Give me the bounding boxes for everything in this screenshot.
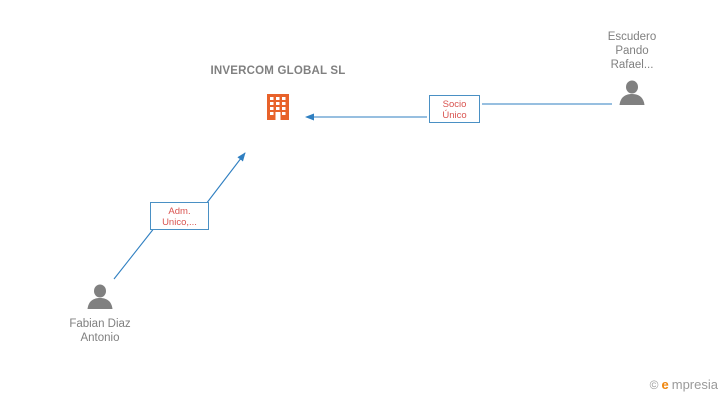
person-icon bbox=[582, 80, 682, 106]
relation-label-adm-unico[interactable]: Adm. Unico,... bbox=[150, 202, 209, 230]
building-icon bbox=[208, 92, 348, 122]
relation-label-socio-unico[interactable]: Socio Único bbox=[429, 95, 480, 123]
person-label-escudero: Escudero Pando Rafael... bbox=[607, 31, 657, 71]
edge-adm-unico-tail bbox=[113, 226, 156, 280]
copyright-symbol: © bbox=[649, 377, 659, 392]
brand-name: mpresia bbox=[671, 377, 718, 392]
person-label-fabian: Fabian Diaz Antonio bbox=[69, 318, 131, 344]
edge-adm-unico bbox=[205, 152, 246, 205]
company-node[interactable]: INVERCOM GLOBAL SL bbox=[208, 64, 348, 122]
company-label: INVERCOM GLOBAL SL bbox=[210, 65, 346, 77]
person-node-fabian[interactable]: Fabian Diaz Antonio bbox=[50, 284, 150, 345]
brand-e: e bbox=[661, 377, 669, 392]
person-node-escudero[interactable]: Escudero Pando Rafael... bbox=[582, 30, 682, 106]
person-icon bbox=[50, 284, 150, 310]
